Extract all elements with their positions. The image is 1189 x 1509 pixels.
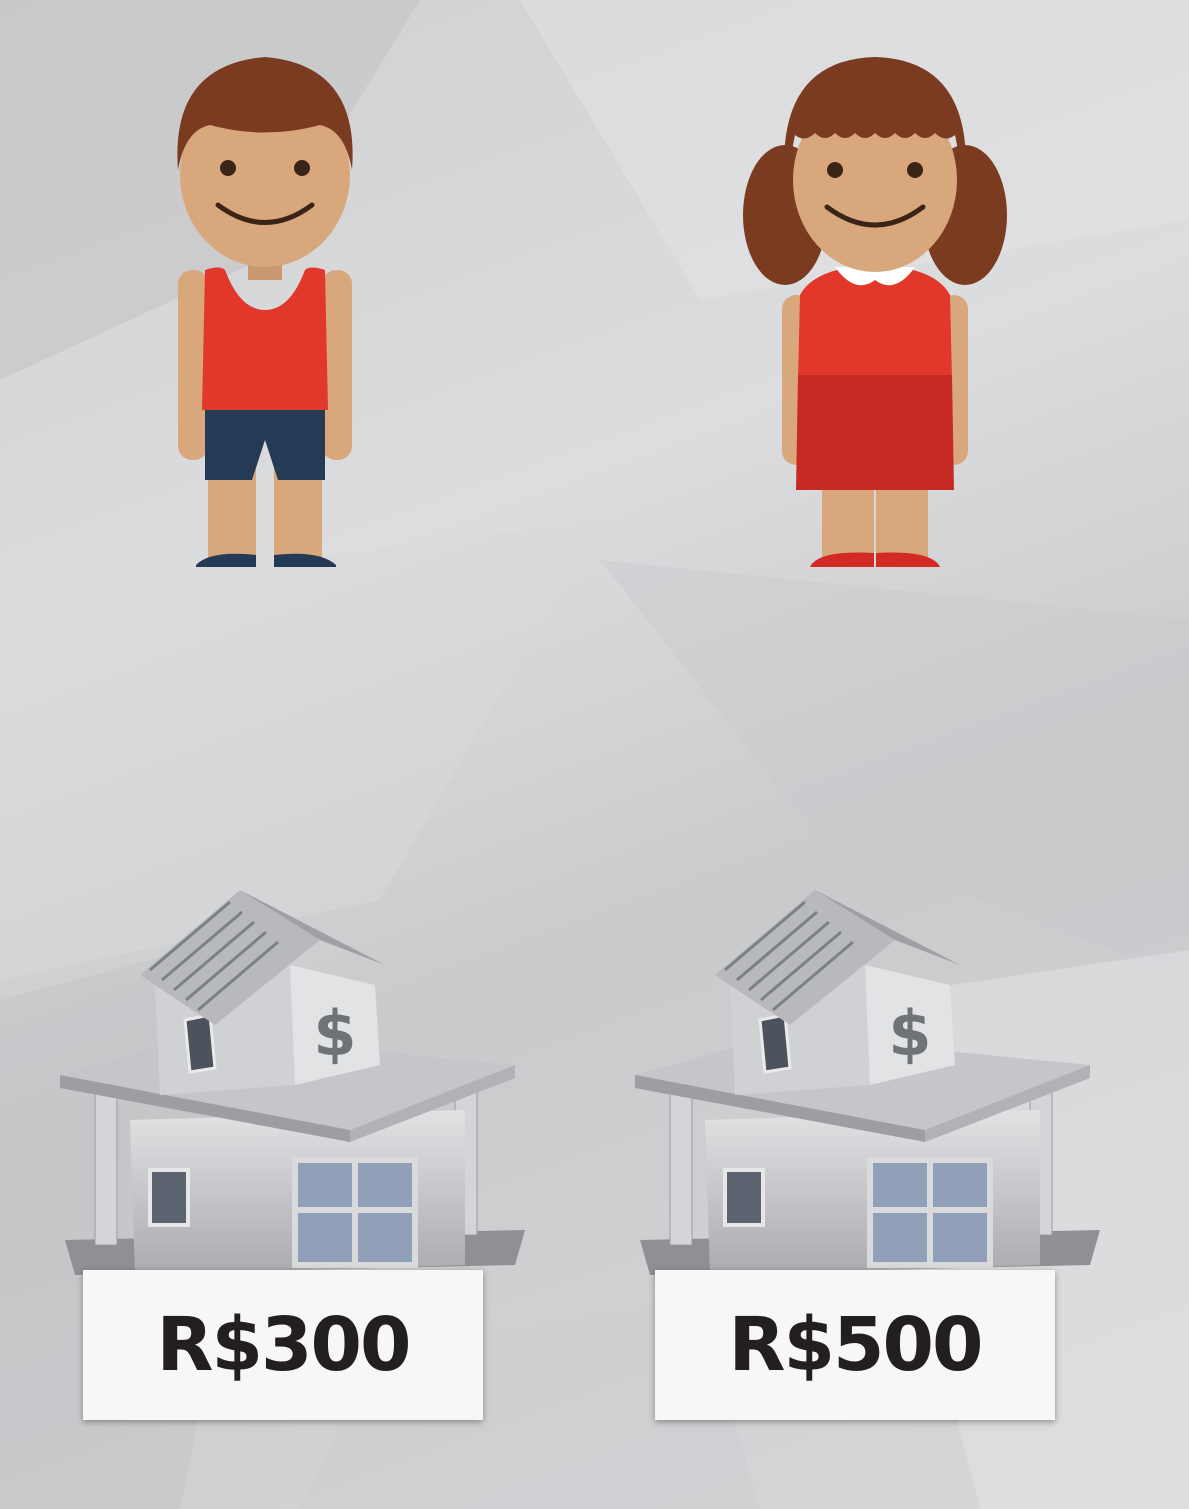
boy-icon bbox=[177, 57, 353, 567]
svg-text:$: $ bbox=[888, 997, 931, 1070]
price-label-left: R$300 bbox=[83, 1270, 483, 1420]
svg-text:$: $ bbox=[313, 997, 356, 1070]
price-label-right: R$500 bbox=[655, 1270, 1055, 1420]
bank-house-icon: $ bbox=[635, 890, 1100, 1275]
price-text: R$500 bbox=[728, 1302, 984, 1388]
price-text: R$300 bbox=[156, 1302, 412, 1388]
girl-icon bbox=[743, 57, 1007, 567]
bank-house-icon: $ bbox=[60, 890, 525, 1275]
